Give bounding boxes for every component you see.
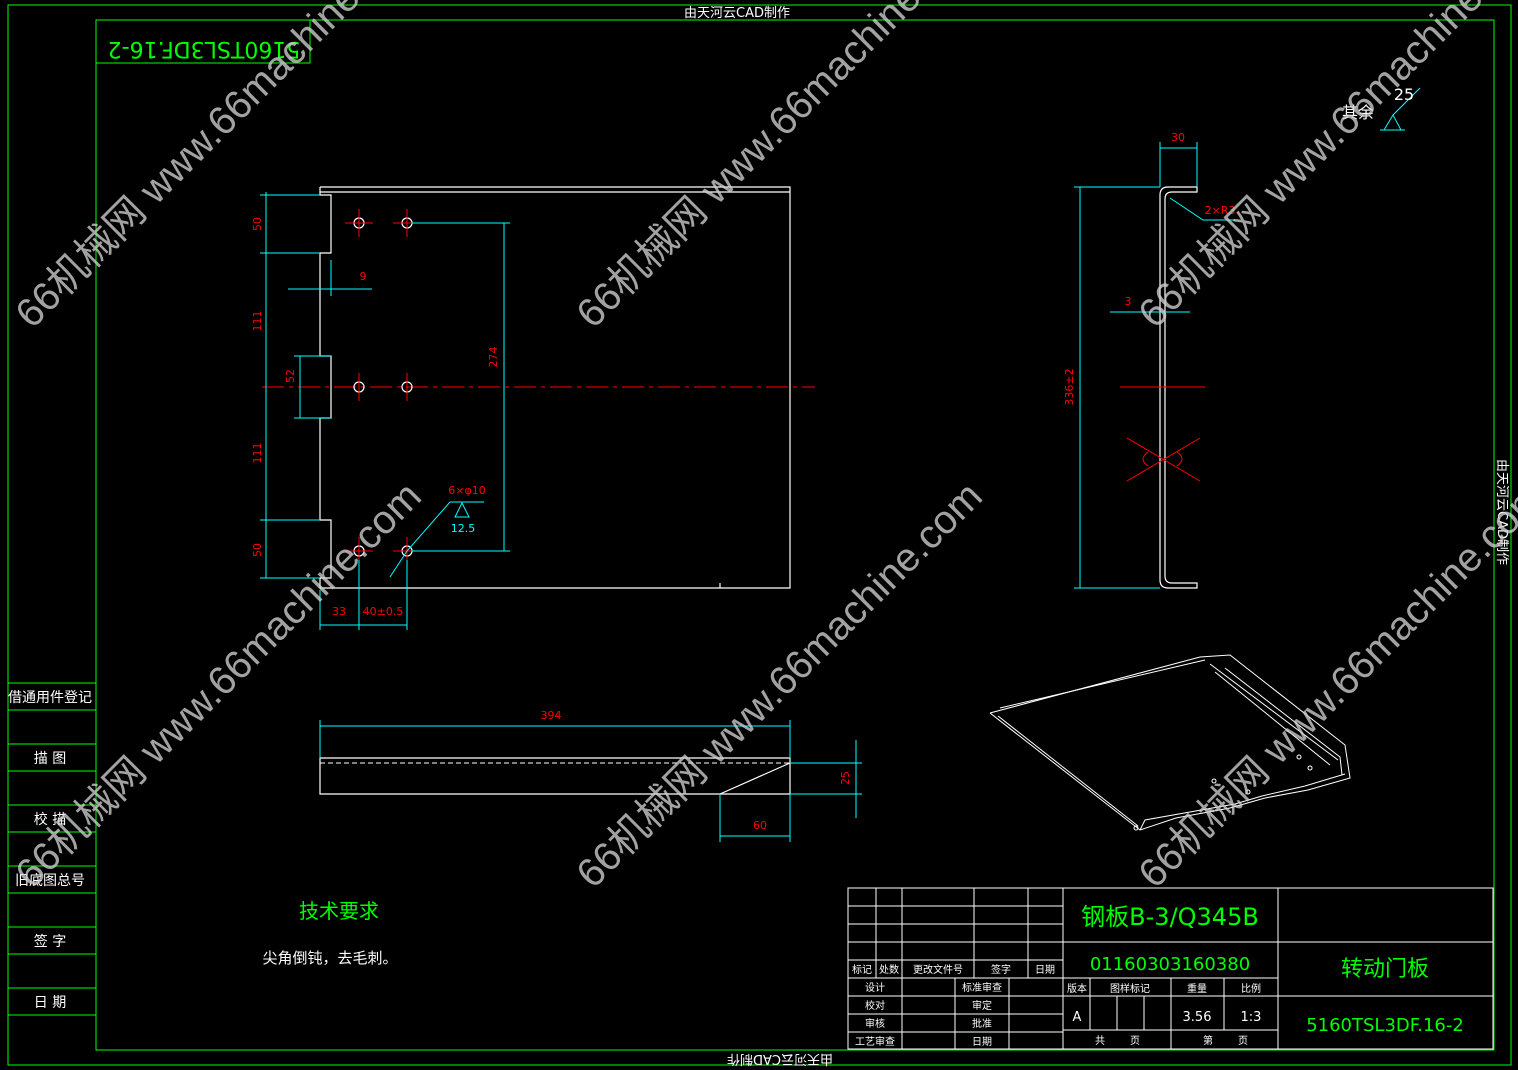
stage-header-version: 版本 xyxy=(1067,982,1087,995)
role-standard: 标准审查 xyxy=(962,981,1002,994)
dim-bottom-tab: 50 xyxy=(251,543,264,557)
title-block-grid xyxy=(847,887,1494,1050)
sheets-current-label: 第 xyxy=(1203,1034,1213,1047)
dim-lower-span: 111 xyxy=(251,443,264,464)
side-view: 30 2×R3 3 336±2 其余 25 xyxy=(1063,85,1421,589)
strip-label-sign: 签 字 xyxy=(34,933,66,950)
stage-header-scale: 比例 xyxy=(1241,982,1261,995)
mirrored-drawing-code: 5160TSL3DF.16-2 xyxy=(108,36,301,61)
side-dimension-text: 30 2×R3 3 336±2 xyxy=(1063,131,1235,406)
strip-label-old-number: 旧底图总号 xyxy=(15,873,85,889)
dim-hole-span: 274 xyxy=(487,347,500,368)
dim-width: 394 xyxy=(541,709,562,722)
dim-top-tab: 50 xyxy=(251,217,264,231)
watermark: 66机械网 www.66machine.com xyxy=(1130,0,1518,336)
role-process: 工艺审查 xyxy=(855,1035,895,1048)
strip-label-trace: 描 图 xyxy=(34,751,66,767)
top-view: 394 25 60 xyxy=(319,709,862,842)
roughness-note-value: 25 xyxy=(1394,85,1414,104)
top-dimension-lines xyxy=(319,720,862,842)
rev-header-date: 日期 xyxy=(1035,964,1055,976)
dim-bend-radius: 2×R3 xyxy=(1205,204,1236,217)
stage-header-weight: 重量 xyxy=(1187,982,1207,995)
sheets-total-unit: 页 xyxy=(1130,1035,1140,1047)
material-spec: 钢板B-3/Q345B xyxy=(1081,903,1259,931)
role-authorize: 批准 xyxy=(972,1017,992,1030)
dim-upper-span: 111 xyxy=(251,311,264,332)
left-strip xyxy=(8,682,96,1016)
stage-scale-value: 1:3 xyxy=(1241,1010,1262,1025)
stage-version-value: A xyxy=(1073,1010,1082,1025)
watermarks: 66机械网 www.66machine.com 66机械网 www.66mach… xyxy=(7,0,1518,896)
dim-step: 9 xyxy=(360,270,367,283)
watermark: 66机械网 www.66machine.com xyxy=(1130,474,1518,897)
strip-label-check: 校 描 xyxy=(34,811,66,828)
front-dimension-text: 50 111 52 111 50 9 274 6×φ10 12.5 33 40±… xyxy=(251,217,500,618)
title-block-text: 钢板B-3/Q345B 01160303160380 转动门板 5160TSL3… xyxy=(852,903,1464,1048)
front-view-outline xyxy=(319,186,791,589)
part-name: 转动门板 xyxy=(1341,957,1429,982)
side-dimension-lines xyxy=(1074,87,1421,589)
role-design: 设计 xyxy=(865,981,885,994)
dim-roughness: 12.5 xyxy=(451,522,476,535)
front-dimension-lines xyxy=(260,192,510,630)
stage-header-mark: 图样标记 xyxy=(1110,982,1150,995)
strip-label-registry: 借通用件登记 xyxy=(8,690,92,706)
drawing-number: 5160TSL3DF.16-2 xyxy=(1306,1015,1464,1036)
part-code: 01160303160380 xyxy=(1090,954,1250,975)
dim-thickness: 3 xyxy=(1125,295,1132,308)
dim-depth: 25 xyxy=(839,771,852,785)
watermark: 66机械网 www.66machine.com xyxy=(568,474,991,897)
left-strip-labels: 借通用件登记 描 图 校 描 旧底图总号 签 字 日 期 xyxy=(8,690,92,1011)
top-dimension-text: 394 25 60 xyxy=(541,709,853,832)
sheets-current-unit: 页 xyxy=(1238,1035,1248,1047)
sheets-total-label: 共 xyxy=(1095,1035,1105,1047)
tech-requirements-title: 技术要求 xyxy=(299,899,379,923)
role-check: 校对 xyxy=(865,999,885,1012)
bottom-banner: 由天河云CAD制作 xyxy=(727,1051,833,1066)
isometric-view xyxy=(989,654,1351,831)
role-review: 审核 xyxy=(865,1017,885,1030)
top-banner: 由天河云CAD制作 xyxy=(684,6,790,21)
roughness-note-label: 其余 xyxy=(1342,103,1374,122)
rev-header-mark: 标记 xyxy=(852,964,872,976)
dim-hole-pitch: 40±0.5 xyxy=(363,605,404,618)
side-view-outline xyxy=(1159,186,1198,589)
sheet-frame xyxy=(7,4,1512,1066)
rev-header-doc: 更改文件号 xyxy=(913,963,963,976)
dim-chamfer: 60 xyxy=(753,819,767,832)
rev-header-sign: 签字 xyxy=(991,963,1011,976)
watermark: 66机械网 www.66machine.com xyxy=(7,474,430,897)
watermark: 66机械网 www.66machine.com xyxy=(568,0,991,336)
dim-edge-offset: 33 xyxy=(332,605,346,618)
front-view: 50 111 52 111 50 9 274 6×φ10 12.5 33 40±… xyxy=(251,186,815,630)
rev-header-count: 处数 xyxy=(879,963,899,976)
role-date: 日期 xyxy=(972,1036,992,1048)
dim-hole-spec: 6×φ10 xyxy=(448,484,485,497)
stage-weight-value: 3.56 xyxy=(1183,1010,1212,1025)
strip-label-date: 日 期 xyxy=(34,995,66,1011)
dim-flange: 30 xyxy=(1171,131,1185,144)
dim-center-tab: 52 xyxy=(284,369,297,383)
tech-requirements-text: 尖角倒钝，去毛刺。 xyxy=(262,949,397,967)
side-center-marks xyxy=(1120,386,1205,482)
dim-height: 336±2 xyxy=(1063,368,1076,405)
role-approve: 审定 xyxy=(972,999,992,1012)
right-banner: 由天河云CAD制作 xyxy=(1494,459,1509,565)
